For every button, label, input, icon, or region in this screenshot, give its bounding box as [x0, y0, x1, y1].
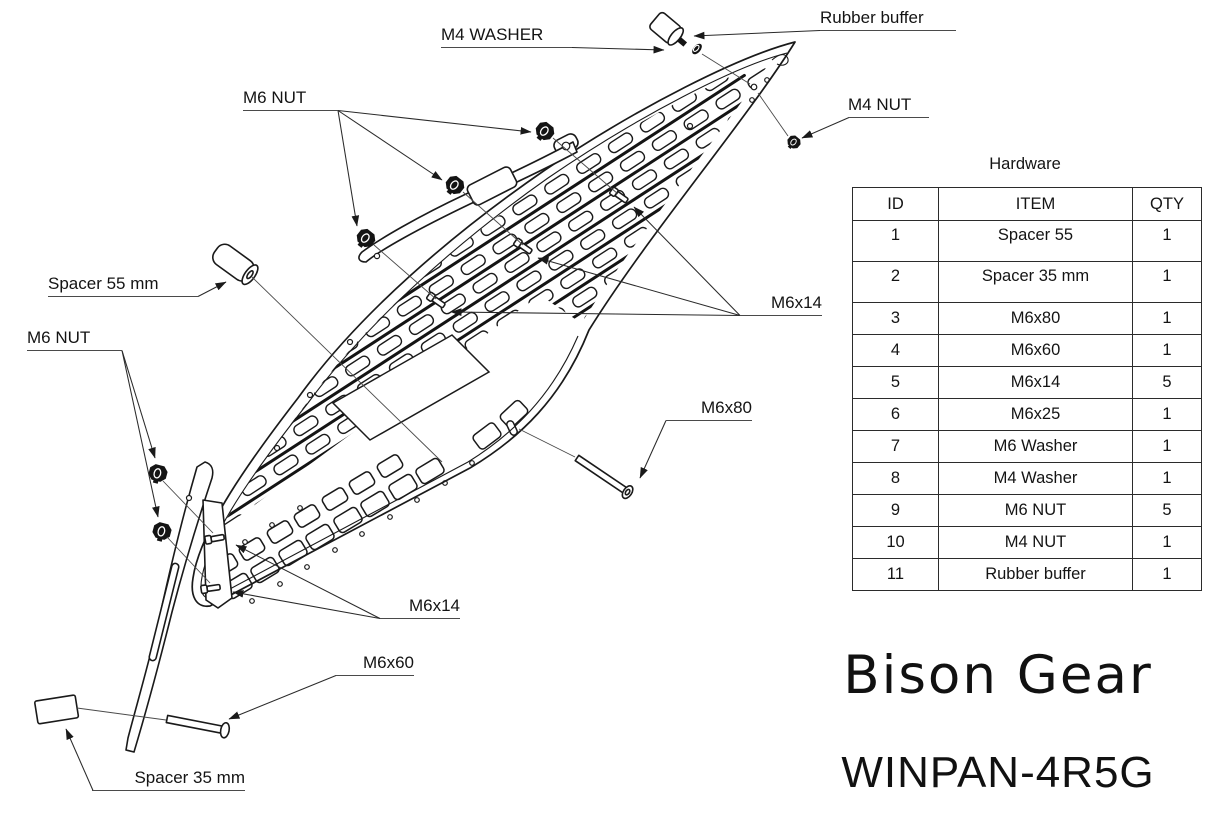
m6x80-bolt-part: [574, 454, 634, 500]
spacer-55-part: [212, 243, 259, 286]
top-rail-bracket: [358, 133, 579, 263]
spacer-35-part: [34, 694, 80, 725]
callout-m6x80: M6x80: [666, 398, 752, 421]
tail-bracket: [125, 461, 214, 753]
m6-nut-part: [530, 118, 558, 146]
callout-m6x60: M6x60: [335, 653, 414, 676]
callout-spacer-55: Spacer 55 mm: [48, 274, 198, 297]
hardware-table-title: Hardware: [989, 155, 1061, 173]
callout-m6x14-bottom: M6x14: [380, 596, 460, 619]
callout-rubber-buffer: Rubber buffer: [820, 8, 956, 31]
column-header-id: ID: [852, 187, 939, 221]
callout-m4-nut: M4 NUT: [848, 95, 929, 118]
assembly-axes: [76, 53, 789, 721]
m4-washer-part: [692, 43, 702, 55]
brand-logo: Bison Gear: [843, 645, 1153, 706]
m6x60-bolt-part: [165, 714, 231, 739]
model-number: WINPAN-4R5G: [841, 748, 1155, 797]
rubber-buffer-part: [649, 11, 688, 47]
m4-nut-part: [783, 132, 804, 153]
hardware-table-header: ID ITEM QTY: [852, 187, 1202, 221]
callout-m6-nut-left: M6 NUT: [27, 328, 122, 351]
lower-bracket: [199, 499, 233, 609]
tip-hook-detail: [771, 54, 789, 66]
window-cutout: [331, 334, 491, 441]
callout-spacer-35: Spacer 35 mm: [92, 768, 245, 791]
callout-m6x14-right: M6x14: [740, 293, 822, 316]
column-header-item: ITEM: [938, 187, 1133, 221]
column-header-qty: QTY: [1132, 187, 1202, 221]
leader-lines: [65, 29, 850, 791]
callout-m6-nut-top: M6 NUT: [243, 88, 338, 111]
callout-m4-washer: M4 WASHER: [441, 25, 572, 48]
